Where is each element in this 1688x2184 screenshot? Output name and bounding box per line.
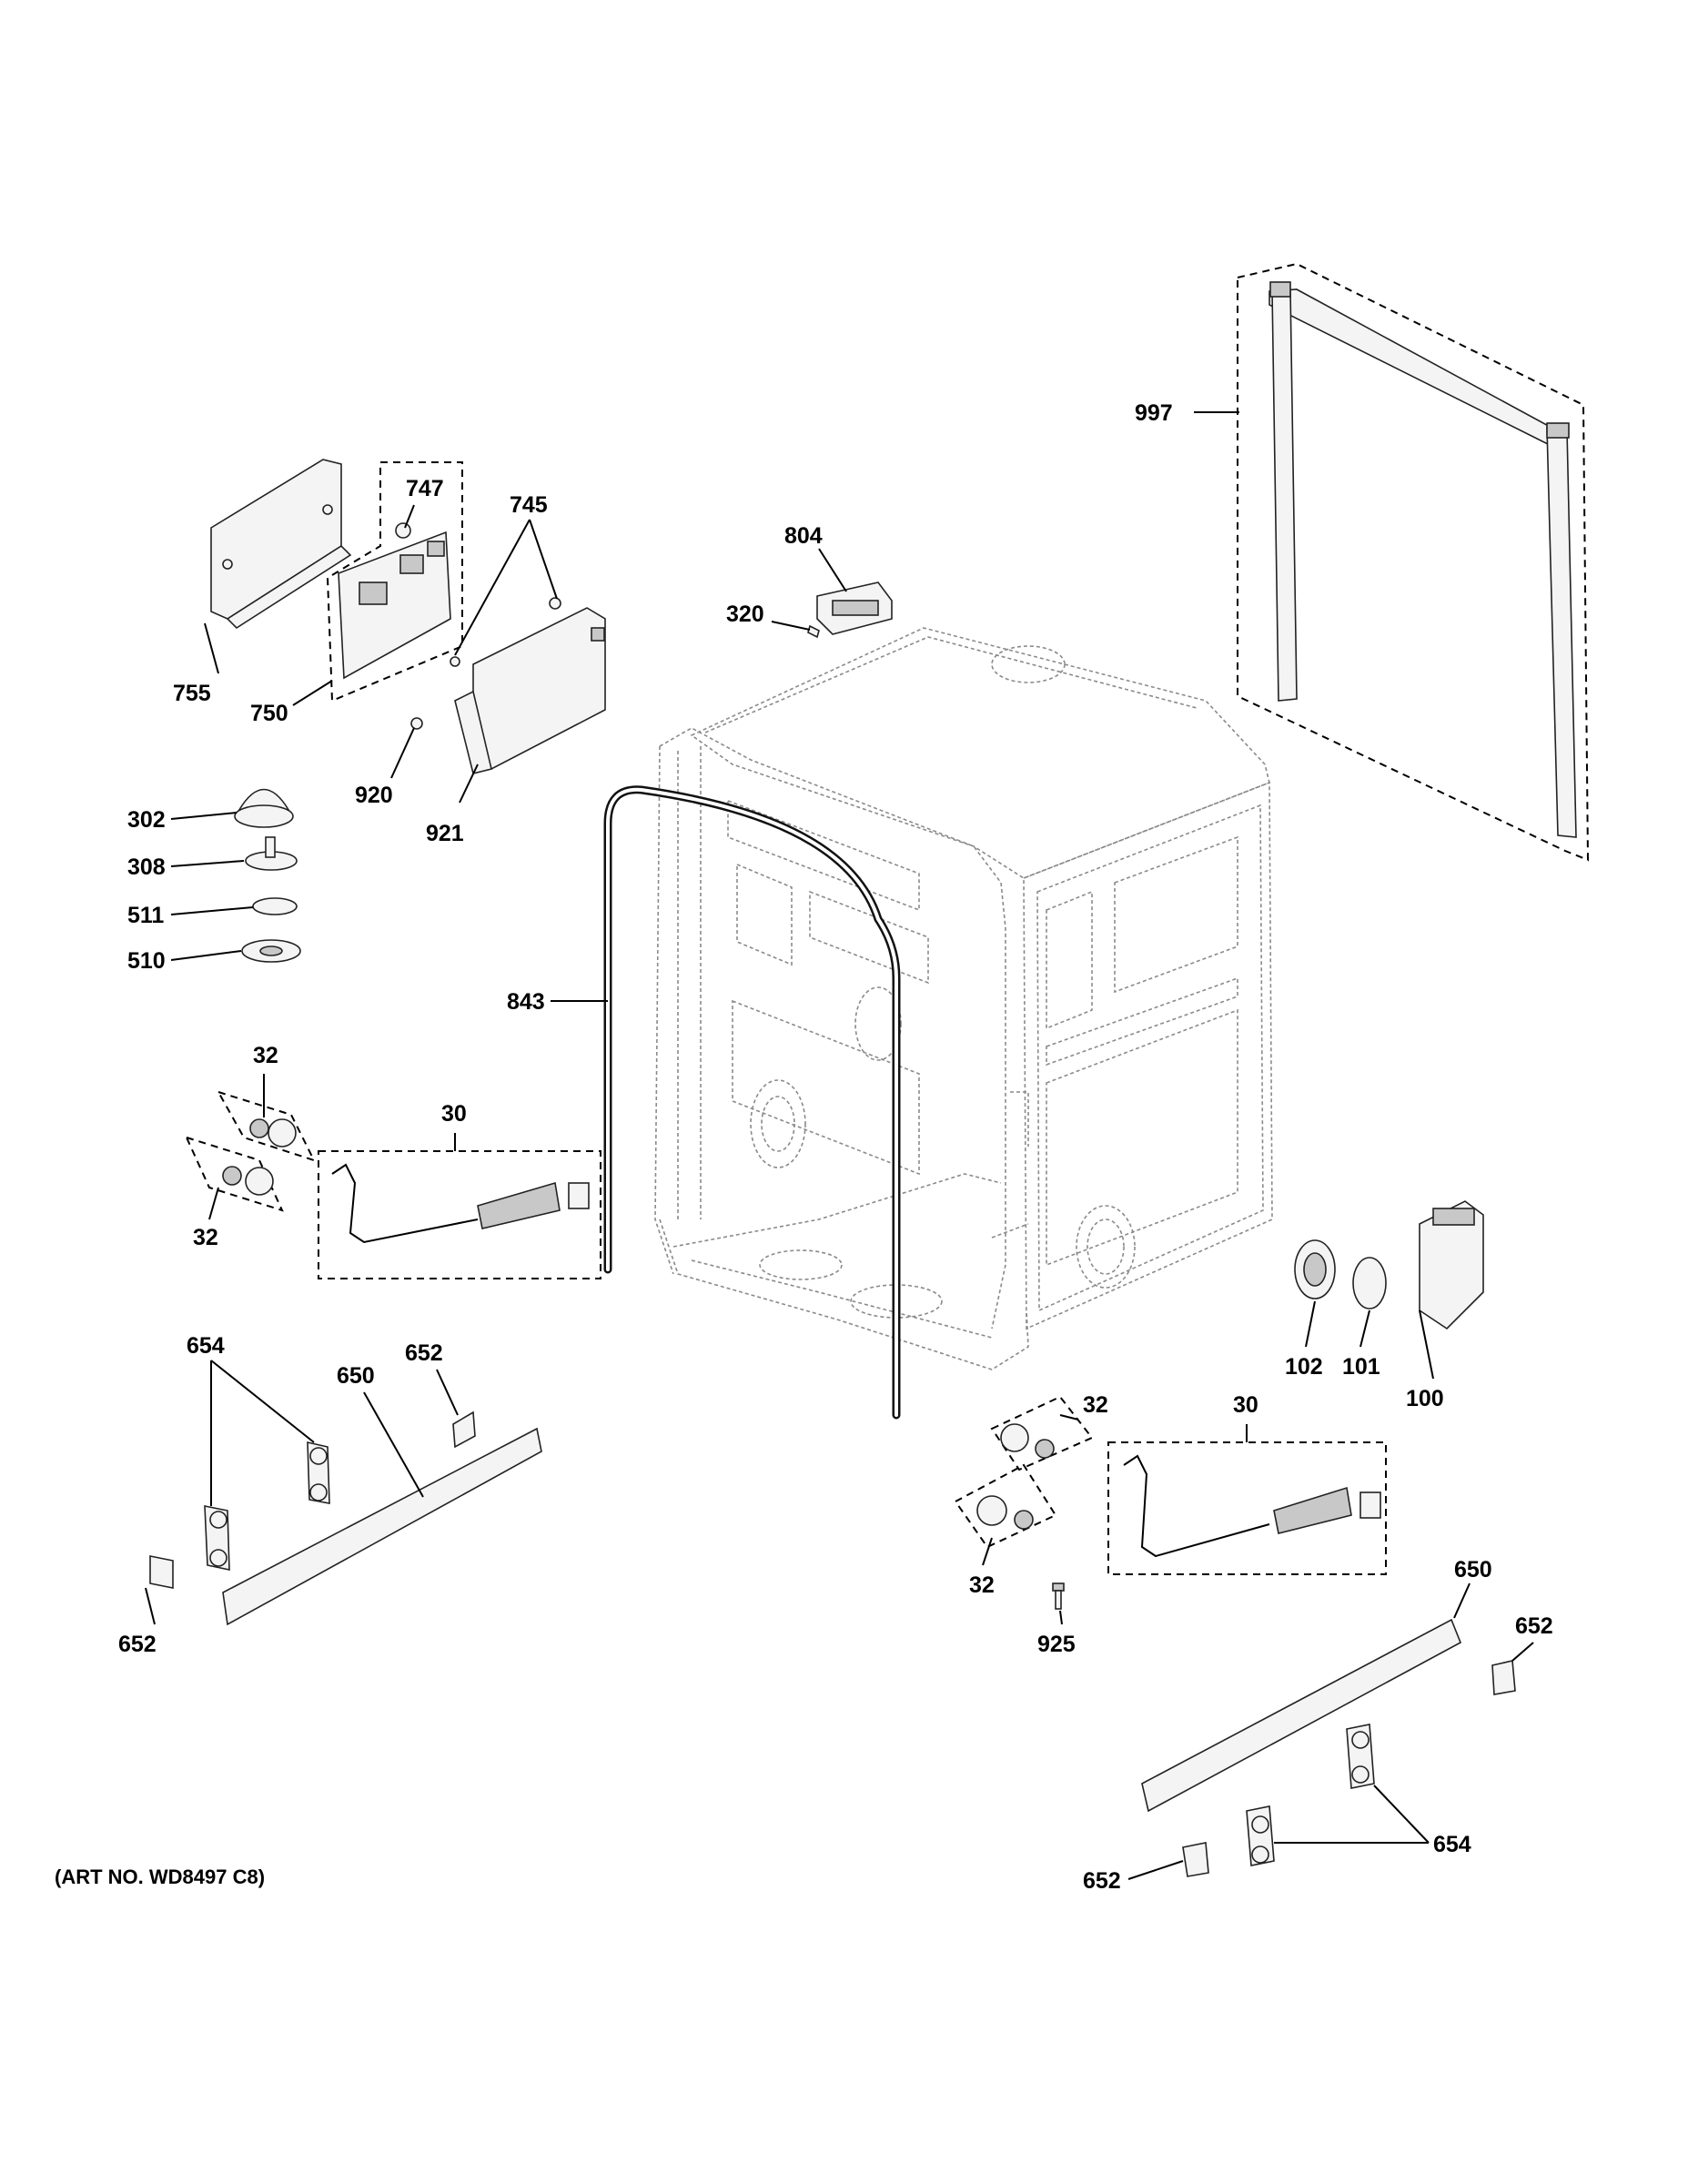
callout-652-right-top: 652 bbox=[1515, 1613, 1553, 1639]
callout-102: 102 bbox=[1285, 1354, 1323, 1380]
callout-804: 804 bbox=[784, 523, 823, 549]
right-rail-650 bbox=[1141, 1618, 1516, 1877]
callout-302: 302 bbox=[127, 807, 166, 833]
door-gasket-843 bbox=[603, 785, 901, 1420]
callout-745: 745 bbox=[510, 492, 548, 518]
left-hinge-kit-30 bbox=[318, 1150, 601, 1279]
board-cover-921 bbox=[410, 597, 606, 774]
sensor-804 bbox=[807, 581, 893, 639]
right-32-parts bbox=[954, 1395, 1094, 1549]
screw-925 bbox=[1052, 1582, 1065, 1610]
callout-320: 320 bbox=[726, 602, 764, 627]
callout-843: 843 bbox=[507, 989, 545, 1015]
callout-652-right-bottom: 652 bbox=[1083, 1868, 1121, 1894]
control-board-750 bbox=[326, 461, 463, 703]
callout-308: 308 bbox=[127, 854, 166, 880]
left-32-parts bbox=[185, 1090, 316, 1212]
leader-lines bbox=[145, 411, 1534, 1880]
callout-755: 755 bbox=[173, 681, 211, 706]
callout-750: 750 bbox=[250, 701, 288, 726]
callout-652-left-bottom: 652 bbox=[118, 1632, 157, 1657]
callout-32-right-top: 32 bbox=[1083, 1392, 1108, 1418]
left-rail-650 bbox=[149, 1410, 542, 1626]
callout-30-left: 30 bbox=[441, 1101, 467, 1127]
bracket-755 bbox=[210, 459, 352, 630]
callout-920: 920 bbox=[355, 783, 393, 808]
callout-32-left-bottom: 32 bbox=[193, 1225, 218, 1250]
callout-32-left-top: 32 bbox=[253, 1043, 278, 1068]
trim-kit-997 bbox=[1237, 262, 1590, 862]
dishwasher-tub-outline bbox=[654, 627, 1273, 1370]
callout-654-right: 654 bbox=[1433, 1832, 1471, 1857]
callout-652-left-top: 652 bbox=[405, 1340, 443, 1366]
right-hinge-kit-30 bbox=[1107, 1441, 1387, 1575]
callout-997: 997 bbox=[1135, 400, 1173, 426]
art-number: (ART NO. WD8497 C8) bbox=[55, 1866, 265, 1888]
callout-654-left: 654 bbox=[187, 1333, 225, 1359]
pump-parts-stack bbox=[234, 788, 301, 963]
callout-30-right: 30 bbox=[1233, 1392, 1258, 1418]
callout-925: 925 bbox=[1037, 1632, 1076, 1657]
callout-921: 921 bbox=[426, 821, 464, 846]
right-dispenser-parts bbox=[1294, 1200, 1484, 1330]
callout-511: 511 bbox=[127, 903, 164, 928]
callout-747: 747 bbox=[406, 476, 444, 501]
callout-650-right: 650 bbox=[1454, 1557, 1492, 1582]
callout-labels: 997 747 745 804 320 755 750 920 921 302 … bbox=[55, 400, 1553, 1894]
callout-100: 100 bbox=[1406, 1386, 1444, 1411]
callout-650-left: 650 bbox=[337, 1363, 375, 1389]
callout-101: 101 bbox=[1342, 1354, 1380, 1380]
callout-510: 510 bbox=[127, 948, 166, 974]
callout-32-right-bottom: 32 bbox=[969, 1572, 995, 1598]
